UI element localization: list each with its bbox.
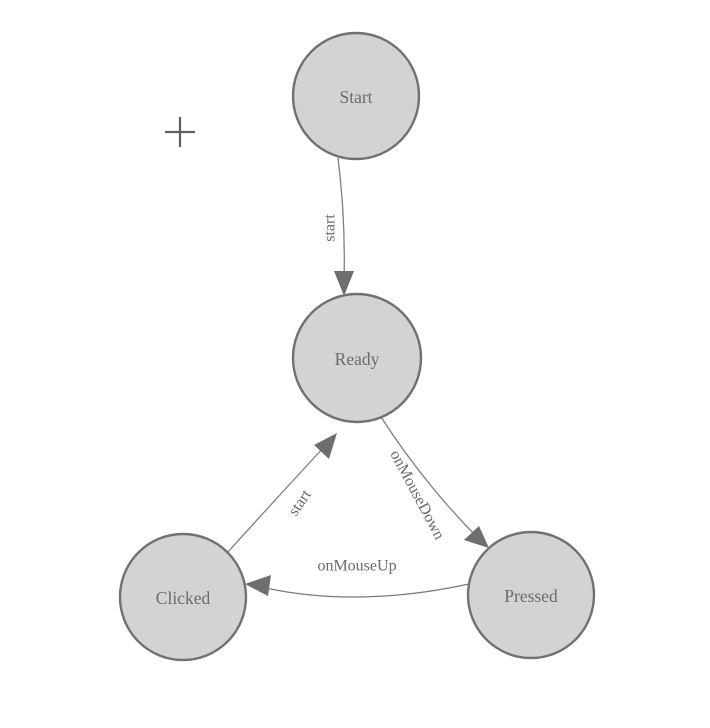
edge-start-to-ready-label: start <box>322 214 339 242</box>
node-start-label: Start <box>339 87 372 107</box>
edge-ready-to-pressed-path <box>380 416 479 539</box>
crosshair-icon <box>165 117 195 147</box>
edge-pressed-to-clicked-path <box>265 583 470 598</box>
node-pressed-circle[interactable] <box>466 530 596 660</box>
node-start-circle[interactable] <box>291 31 421 161</box>
edge-clicked-to-ready-path <box>226 445 326 554</box>
edge-pressed-to-clicked[interactable]: onMouseUp <box>245 558 470 598</box>
edge-start-to-ready-path <box>337 157 345 284</box>
node-pressed-label: Pressed <box>504 586 558 606</box>
node-pressed[interactable]: Pressed <box>466 530 596 660</box>
node-clicked[interactable]: Clicked <box>118 532 248 662</box>
edge-clicked-to-ready-label: start <box>285 486 315 519</box>
edge-ready-to-pressed[interactable]: onMouseDown <box>380 416 489 548</box>
node-ready[interactable]: Ready <box>291 292 423 424</box>
node-ready-circle[interactable] <box>291 292 423 424</box>
edge-start-to-ready-arrowhead <box>334 271 354 296</box>
edge-clicked-to-ready-arrowhead <box>314 433 337 459</box>
node-clicked-circle[interactable] <box>118 532 248 662</box>
node-start[interactable]: Start <box>291 31 421 161</box>
edge-ready-to-pressed-arrowhead <box>464 526 489 548</box>
node-ready-label: Ready <box>335 349 380 369</box>
node-clicked-label: Clicked <box>156 588 211 608</box>
edge-start-to-ready[interactable]: start <box>322 157 355 296</box>
edge-pressed-to-clicked-arrowhead <box>245 575 271 596</box>
edge-clicked-to-ready[interactable]: start <box>226 433 337 554</box>
edge-pressed-to-clicked-label: onMouseUp <box>317 558 396 575</box>
